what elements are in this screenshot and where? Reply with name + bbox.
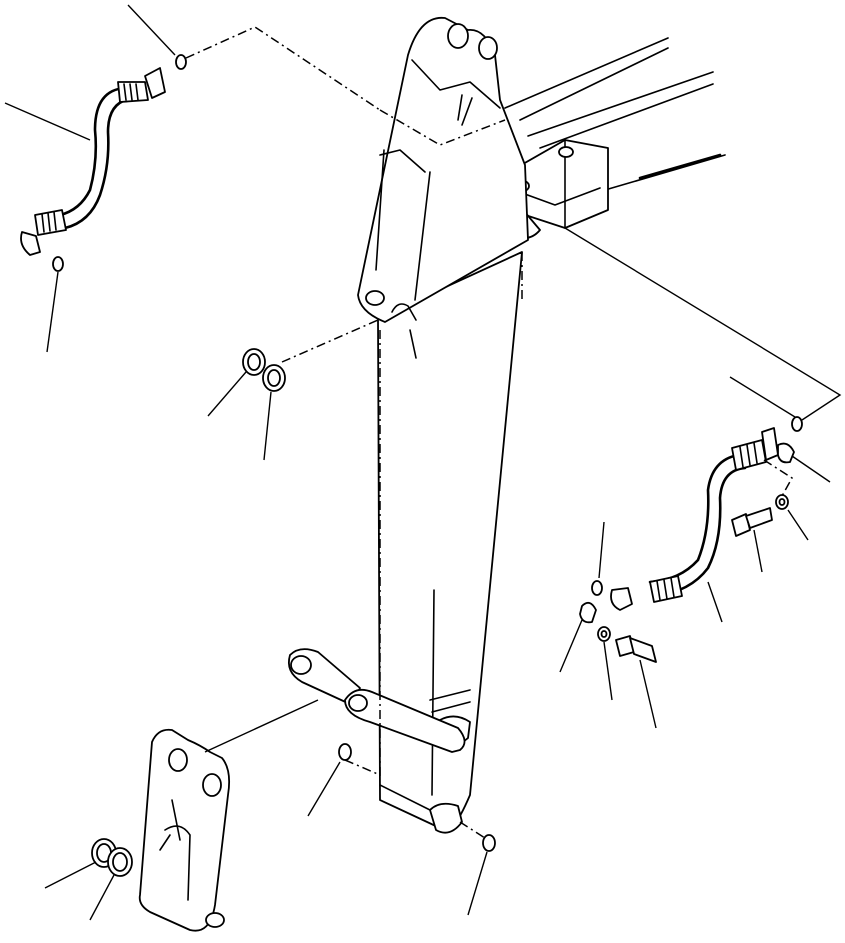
arm (357, 17, 529, 834)
leader-lines (4, 4, 831, 921)
hose-right (610, 427, 779, 611)
center-lines (185, 26, 842, 839)
link (287, 648, 466, 753)
seals-and-o-rings (52, 54, 803, 877)
boom (494, 37, 726, 239)
bucket-link (138, 728, 231, 932)
bolts-and-washers (597, 494, 789, 663)
hose-left (20, 67, 166, 256)
